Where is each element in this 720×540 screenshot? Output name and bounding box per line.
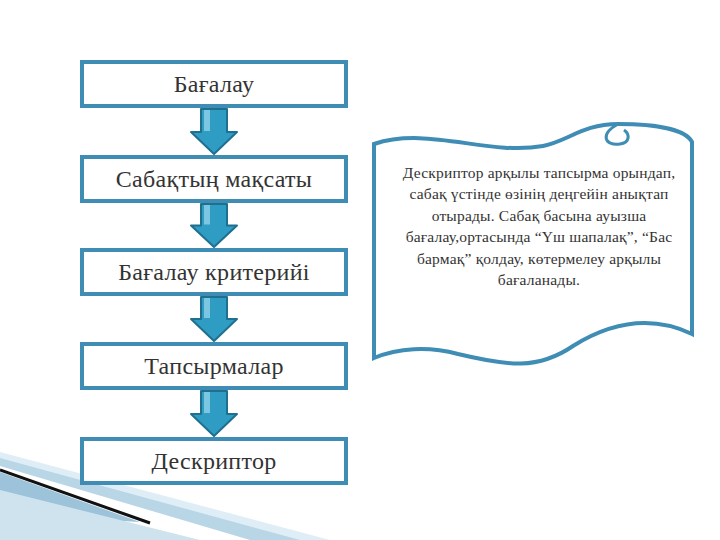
arrow-body [191,204,237,247]
box-label: Сабақтың мақсаты [116,166,312,193]
arrow-body [191,391,237,436]
arrow-highlight [204,298,210,318]
process-box: Бағалау критерийі [80,248,348,296]
arrow-highlight [204,205,210,225]
box-label: Тапсырмалар [144,353,283,380]
process-box: Тапсырмалар [80,342,348,390]
process-box: Бағалау [80,60,348,108]
process-box: Сабақтың мақсаты [80,155,348,203]
arrow-highlight [204,110,210,131]
scroll-note: Дескриптор арқылы тапсырма орындап, саба… [368,116,698,368]
block-arrow [191,391,237,436]
arrow-body [191,297,237,341]
box-label: Бағалау [174,71,255,98]
scroll-shape [374,124,692,364]
process-box: Дескриптор [80,437,348,485]
arrow-body [191,109,237,154]
box-label: Дескриптор [151,448,276,475]
note-text: Дескриптор арқылы тапсырма орындап, саба… [390,162,688,290]
block-arrow [191,297,237,341]
block-arrow [191,204,237,247]
box-label: Бағалау критерийі [118,259,310,286]
block-arrow [191,109,237,154]
stripe [0,490,200,540]
arrow-highlight [204,392,210,413]
scroll-curl [606,124,628,144]
